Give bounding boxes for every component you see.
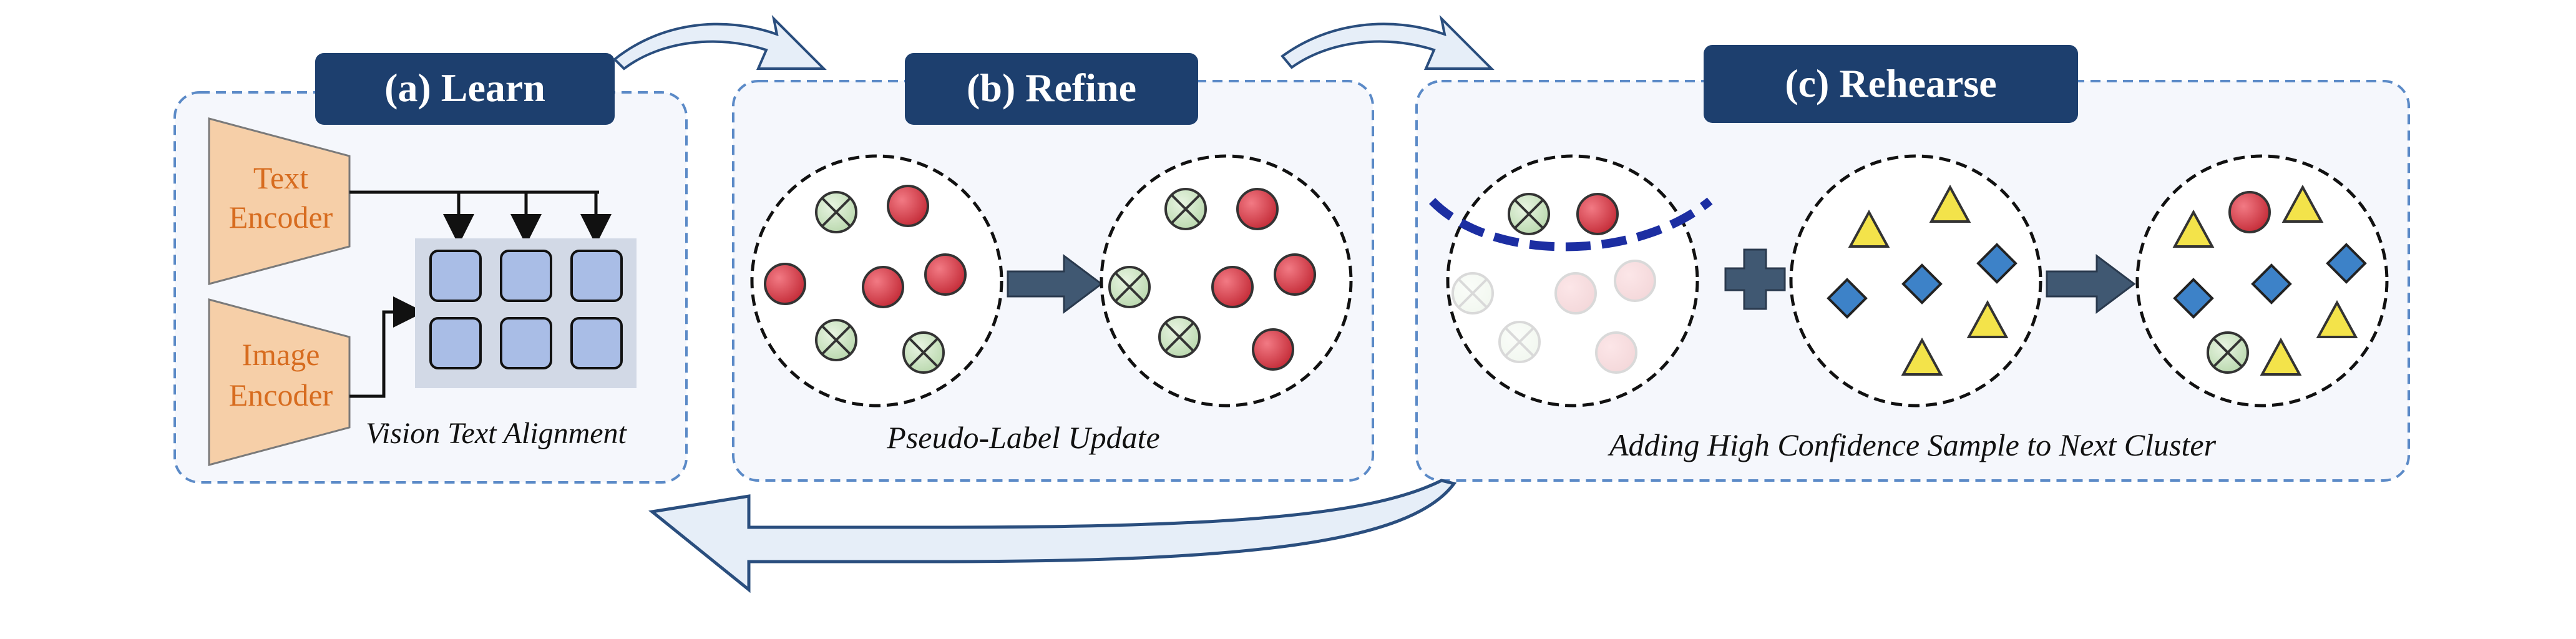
grid-cell <box>500 317 552 369</box>
red-sample <box>924 253 967 296</box>
yellow-sample <box>2281 184 2324 223</box>
right-arrow-icon <box>1007 254 1103 314</box>
red-sample <box>1236 188 1279 230</box>
curved-arrow-icon <box>1281 14 1495 70</box>
confidence-boundary <box>1428 197 1713 251</box>
red-sample <box>2228 191 2271 233</box>
blue-sample <box>1827 278 1868 319</box>
cluster-merged <box>2135 154 2389 407</box>
text-encoder-label-line1: Text <box>253 160 308 195</box>
green-sample <box>902 331 945 374</box>
faded-samples <box>1451 260 1656 374</box>
red-sample <box>862 266 904 308</box>
tab-learn: (a) Learn <box>315 53 615 125</box>
panel-rehearse-caption: Adding High Confidence Sample to Next Cl… <box>1608 427 2217 462</box>
image-feed-arrow <box>349 296 424 398</box>
green-sample <box>1108 266 1151 308</box>
panel-refine-caption: Pseudo-Label Update <box>886 420 1159 455</box>
grid-cell <box>429 317 482 369</box>
image-encoder-label-line2: Encoder <box>229 378 333 412</box>
panel-learn-caption: Vision Text Alignment <box>366 417 627 450</box>
panel-rehearse-title: (c) Rehearse <box>1785 61 1996 105</box>
curved-arrow-icon <box>648 479 1457 593</box>
red-sample <box>1211 266 1254 308</box>
cluster-old <box>1428 154 1713 407</box>
yellow-sample <box>2260 337 2302 376</box>
right-arrow-icon <box>2046 254 2136 314</box>
panel-rehearse: (c) Rehearse <box>1415 45 2410 482</box>
panel-refine: (b) Refine Pseudo-Label <box>732 53 1374 482</box>
red-sample <box>887 185 929 227</box>
blue-sample <box>1901 263 1943 305</box>
text-feed-arrows <box>349 190 612 245</box>
green-sample <box>2207 331 2249 374</box>
red-sample <box>764 263 806 305</box>
grid-cell <box>570 250 623 302</box>
alignment-grid <box>415 238 637 388</box>
blue-sample <box>2326 243 2367 284</box>
green-sample <box>1164 188 1207 230</box>
red-sample <box>1274 253 1316 296</box>
cluster-after <box>1100 154 1353 407</box>
curved-arrow-icon <box>613 14 827 71</box>
grid-cell <box>570 317 623 369</box>
tab-refine: (b) Refine <box>905 53 1198 125</box>
image-encoder: Image Encoder <box>208 298 351 466</box>
text-encoder: Text Encoder <box>208 117 351 285</box>
grid-cell <box>429 250 482 302</box>
plus-icon <box>1724 248 1786 310</box>
cluster-before <box>750 154 1003 407</box>
tab-rehearse: (c) Rehearse <box>1704 45 2078 123</box>
yellow-sample <box>2172 209 2215 248</box>
panel-learn-title: (a) Learn <box>384 66 545 110</box>
green-sample <box>1508 193 1550 235</box>
green-sample <box>1158 316 1201 358</box>
red-sample <box>1576 193 1619 235</box>
yellow-sample <box>1966 300 2009 338</box>
panel-refine-title: (b) Refine <box>967 66 1136 110</box>
blue-sample <box>2251 263 2292 305</box>
image-encoder-label-line1: Image <box>242 337 320 372</box>
yellow-sample <box>2316 300 2358 338</box>
blue-sample <box>1976 243 2017 284</box>
grid-cell <box>500 250 552 302</box>
panel-learn: (a) Learn Text Encoder Image Encoder <box>173 53 688 484</box>
yellow-sample <box>1929 184 1971 223</box>
yellow-sample <box>1848 209 1890 248</box>
green-sample <box>815 191 857 233</box>
green-sample <box>815 319 857 361</box>
text-encoder-label-line2: Encoder <box>229 200 333 235</box>
cluster-new <box>1789 154 2042 407</box>
red-sample <box>1252 328 1294 371</box>
blue-sample <box>2173 278 2214 319</box>
yellow-sample <box>1901 337 1943 376</box>
